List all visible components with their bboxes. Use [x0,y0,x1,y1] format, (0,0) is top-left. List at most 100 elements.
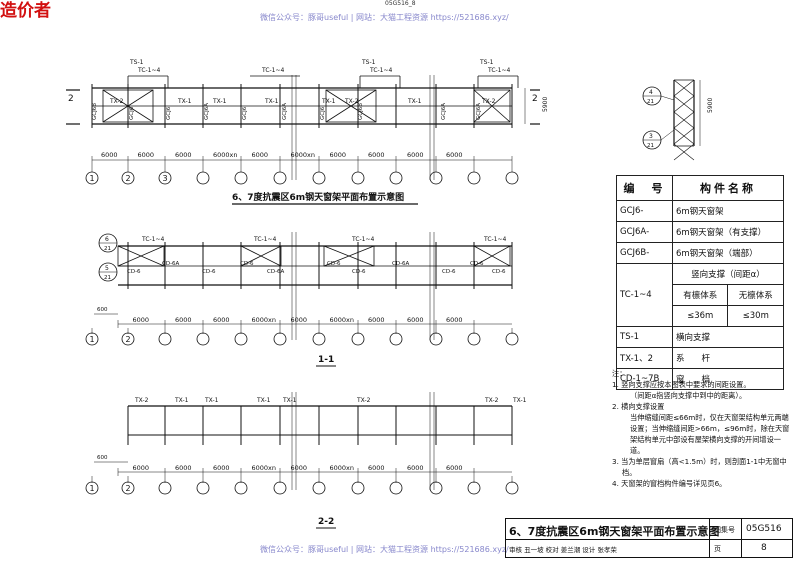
legend-tc-no: 无檩体系 [727,284,784,306]
legend-code: CD-1~7B [616,368,673,390]
top-code: 05G516_8 [385,0,416,7]
legend-code: TX-1、2 [616,347,673,369]
signatures: 审核 丑一坡 校对 姜兰潮 设计 张孝荣 [509,546,617,554]
axis-circle [505,171,519,185]
axis-circle [505,481,519,495]
note-item: 3. 当为单层窗扇（高<1.5m）时，则剖面1-1中无窗中档。 [612,457,787,477]
dim-label: 6000xn [252,316,277,324]
dim-label: 6000 [138,151,155,159]
brace-diagonal [240,245,282,267]
axis-label: 2 [125,335,130,344]
gcj-label: GCJ6A [476,103,482,120]
legend-code: GCJ6A- [616,221,673,243]
cd-label: CD-6A [267,269,285,275]
tc-label: TC-1~4 [137,67,161,74]
dim-label: 6000 [133,316,150,324]
circle-label: 3 [649,133,653,140]
gcj-label: GCJ6B [358,103,364,120]
axis-label: 1 [89,174,94,183]
notes: 注： 1. 竖向支撑应按本图表中要求的间距设置。 （间距α指竖向支撑中到中的距离… [612,368,792,489]
depth-label: 5900 [707,98,714,113]
axis-circle [121,171,135,185]
leader [660,95,675,101]
tx-label: TX-2 [344,98,359,105]
tx-label: TX-1 [512,397,527,404]
dim-label: 6000 [175,464,192,472]
note-item: 4. 天窗架的窗档构件编号详见页6。 [612,479,727,488]
axis-circle [273,171,287,185]
axis-circle [158,171,172,185]
cd-label: CD-6 [492,269,506,275]
axis-circle [273,481,287,495]
axis-circle [196,481,210,495]
atlas-label: 图集号 [714,526,735,534]
gcj-label: GCJ6 [320,106,326,120]
brace-box [325,89,377,123]
legend-name: 竖向支撑（间距α） [671,263,785,285]
dim-label: 6000 [252,151,269,159]
dim-label: 6000 [446,151,463,159]
gcj-label: GCJ6 [129,106,135,120]
brace-box [102,89,154,123]
dim-label: 6000xn [330,464,355,472]
dim-label: 6000 [213,464,230,472]
brace-box [323,245,375,267]
tc-label: TC-1~4 [369,67,393,74]
ts-label: TS-1 [361,59,376,66]
axis-circle [351,171,365,185]
note-item: 1. 竖向支撑应按本图表中要求的间距设置。 [612,380,751,389]
tc-label: TC-1~4 [141,236,165,243]
plan-title: 6、7度抗震区6m钢天窗架平面布置示意图 [232,191,404,203]
brace-box [117,245,165,267]
tx-label: TX-2 [134,397,149,404]
tx-label: TX-2 [356,397,371,404]
legend-tc-has: 有檩体系 [671,284,729,306]
brace [673,79,695,97]
dim-label: 6000 [213,316,230,324]
legend-name: 系 杆 [671,347,785,369]
axis-circle [121,332,135,346]
axis-circle [312,332,326,346]
tx-label: TX-1 [256,397,271,404]
brace-diagonal [325,89,377,123]
legend-name: 横向支撑 [671,326,785,348]
dim-label: 6000 [175,151,192,159]
atlas-number: 05G516 [746,524,782,534]
axis-circle [505,332,519,346]
tc-label: TC-1~4 [487,67,511,74]
axis-circle [389,332,403,346]
tx-label: TX-1 [264,98,279,105]
circle-label: 21 [104,275,111,281]
axis-circle [429,332,443,346]
dim-label: 6000 [175,316,192,324]
section-title: 2-2 [318,517,334,527]
section-title: 1-1 [318,355,334,365]
axis-circle [158,332,172,346]
side-dim: 600 [97,307,108,313]
cd-label: CD-6 [202,269,216,275]
brace [673,95,695,113]
plan-1: TS-1TC-1~4TS-1TC-1~4TS-1TC-1~4TC-1~4TX-2… [66,59,549,205]
dim-label: 6000 [407,464,424,472]
dim-label: 6000 [291,316,308,324]
axis-circle [389,481,403,495]
legend-tc-has-val: ≤36m [671,305,729,327]
tx-label: TX-1 [321,98,336,105]
brace-diagonal [473,89,511,123]
gcj-label: GCJ6A [204,103,210,120]
side-dim: 600 [97,455,108,461]
legend-head-name: 构件名称 [671,175,785,201]
axis-circle [389,171,403,185]
tx-label: TX-1 [174,397,189,404]
legend-name: 6m钢天窗架 [671,200,785,222]
tc-label: TC-1~4 [483,236,507,243]
axis-label: 3 [162,174,167,183]
axis-circle [234,171,248,185]
brace-box [473,245,511,267]
dim-label: 6000 [101,151,118,159]
brace [673,127,695,145]
brace-box [473,89,511,123]
cd-label: CD-6 [470,261,484,267]
